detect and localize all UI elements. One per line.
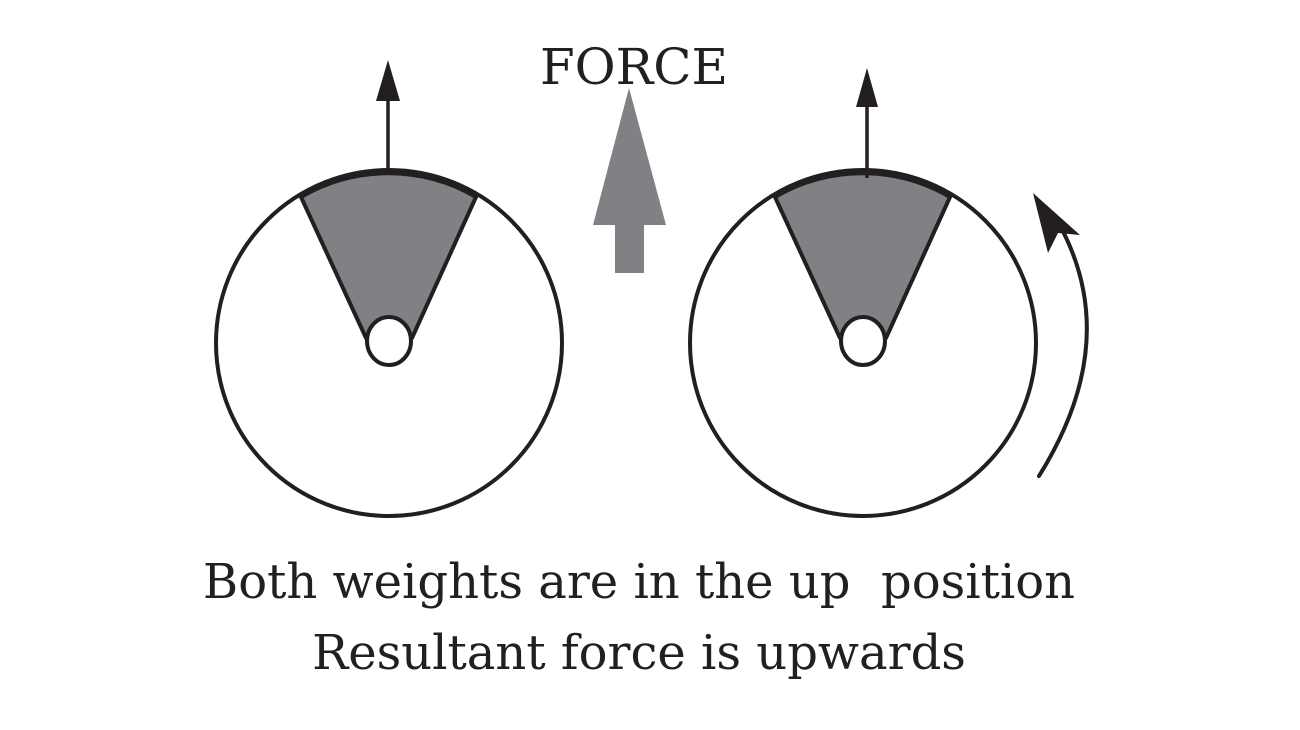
caption-line-1: Both weights are in the up position	[203, 554, 1075, 610]
left-weight-sector	[299, 171, 478, 340]
rotation-direction-arrow-icon	[1033, 193, 1089, 478]
force-label: FORCE	[540, 38, 728, 96]
right-force-arrow-icon	[856, 68, 878, 178]
resultant-force-up-arrow-icon	[593, 88, 666, 273]
caption-line-2: Resultant force is upwards	[312, 625, 966, 681]
left-force-arrow-icon	[376, 60, 400, 170]
right-axle-hole	[839, 315, 887, 367]
left-wheel	[214, 60, 564, 518]
left-axle-hole	[365, 315, 413, 367]
right-wheel	[688, 68, 1038, 518]
